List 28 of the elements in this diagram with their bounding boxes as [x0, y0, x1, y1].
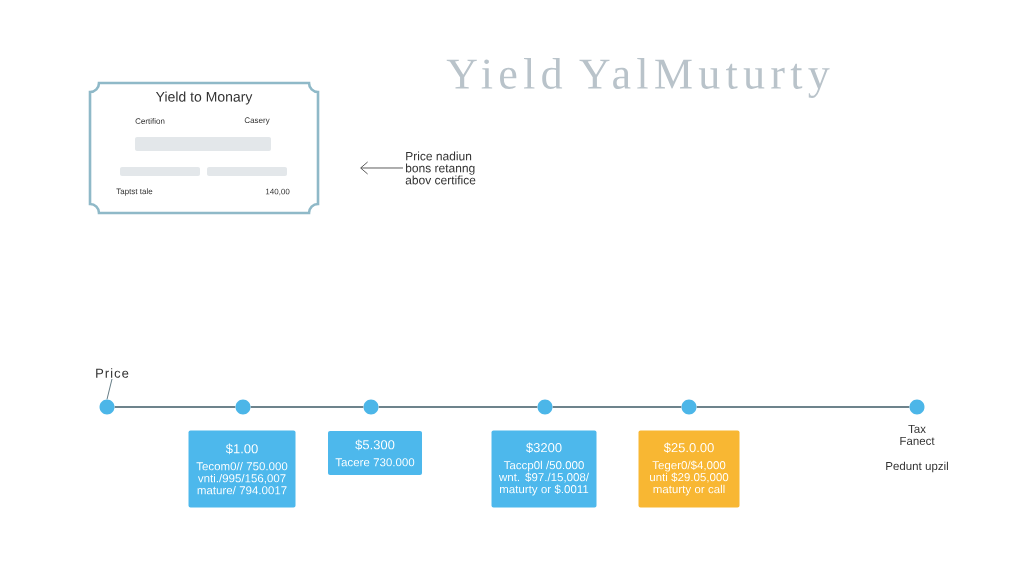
field-label: Casery: [244, 117, 270, 125]
field-label: Taptst tale: [116, 188, 153, 196]
price-box: $5.300 Tacere 730.000: [328, 431, 422, 475]
timeline-dot: [681, 399, 697, 415]
note-text: Pedunt upzil: [886, 461, 948, 473]
card-title: Yield to Monary: [155, 91, 253, 105]
certificate-card: [88, 81, 320, 215]
price-box: $3200 Taccp0l /50.000 wnt. $97./15,008/ maturty or $.0011: [491, 430, 597, 508]
timeline-segment: [249, 406, 365, 408]
axis-label: Price: [96, 368, 129, 378]
timeline-dot: [537, 399, 553, 415]
note-text: Price nadiun bons retanng abov certifice: [405, 151, 476, 185]
leader-line: [106, 378, 113, 400]
timeline-segment: [377, 406, 539, 408]
timeline-segment: [695, 406, 911, 408]
timeline-segment: [113, 406, 237, 408]
price-box: $1.00 Tecom0// 750.000 vnti./995/156,007 mature/ 794.0017: [188, 430, 296, 508]
heading: Yield YalMuturty: [446, 58, 830, 98]
field-label: Certifion: [135, 118, 165, 124]
timeline-segment: [551, 406, 683, 408]
timeline-dot: [363, 399, 379, 415]
price-box: $25.0.00 Teger0/$4,000 unti $29.05,000 maturty or call: [638, 430, 740, 508]
arrow: [360, 161, 404, 175]
note-text: Tax Fanect: [900, 425, 935, 445]
timeline-dot: [99, 399, 115, 415]
timeline-dot: [235, 399, 251, 415]
amount-text: 140,00: [265, 188, 290, 196]
timeline-dot: [909, 399, 925, 415]
